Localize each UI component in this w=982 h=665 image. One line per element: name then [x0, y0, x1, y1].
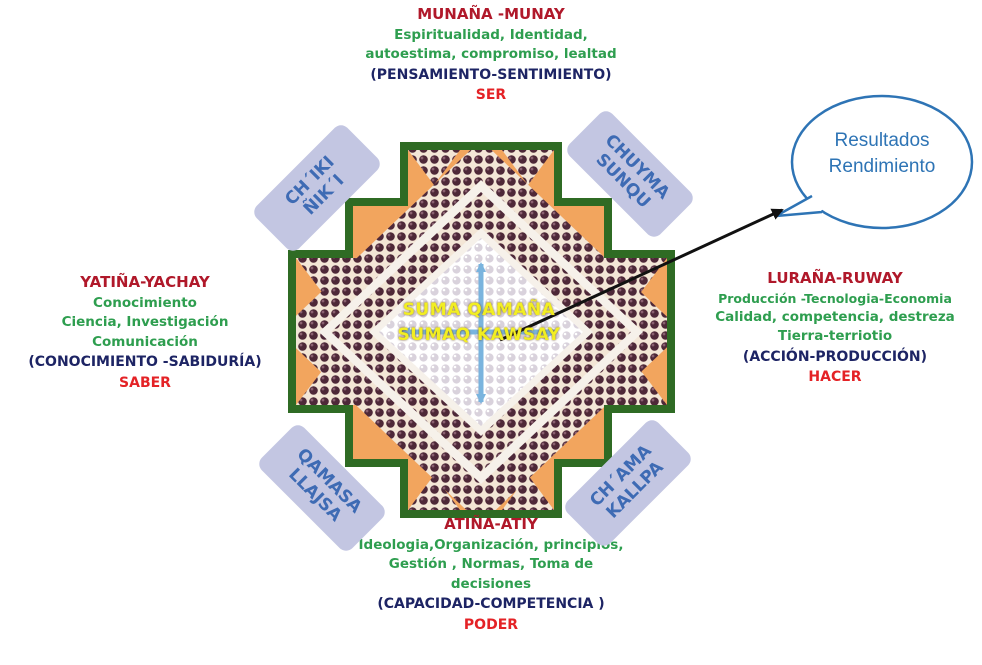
- ruway-category: (ACCIÓN-PRODUCCIÓN): [742, 349, 928, 365]
- yachay-line-3: Comunicación: [92, 333, 198, 350]
- pointer-arrow: [499, 208, 784, 342]
- speech-bubble: [774, 94, 974, 230]
- block-yachay: YATIÑA-YACHAY Conocimiento Ciencia, Inve…: [6, 272, 284, 393]
- yachay-line-1: Conocimiento: [93, 294, 197, 311]
- yachay-title: YATIÑA-YACHAY: [80, 273, 210, 291]
- bubble-line-1: Resultados: [834, 130, 930, 151]
- munay-category: (PENSAMIENTO-SENTIMIENTO): [370, 66, 612, 83]
- bubble-line-2: Rendimiento: [828, 155, 936, 177]
- munay-line-1: Espiritualidad, Identidad,: [394, 26, 588, 43]
- yachay-line-2: Ciencia, Investigación: [61, 314, 229, 331]
- atiy-line-2: Gestión , Normas, Toma de: [388, 556, 594, 573]
- ruway-title: LURAÑA-RUWAY: [767, 269, 903, 287]
- bubble-label: Resultados Rendimiento: [790, 128, 974, 179]
- ruway-line-2: Calidad, competencia, destreza: [715, 308, 955, 325]
- yachay-category: (CONOCIMIENTO -SABIDURÍA): [28, 354, 262, 371]
- ruway-line-1: Producción -Tecnologia-Economia: [718, 290, 952, 306]
- atiy-title: ATIÑA-ATIY: [444, 515, 538, 533]
- block-ruway: LURAÑA-RUWAY Producción -Tecnologia-Econ…: [688, 268, 982, 388]
- munay-domain: SER: [475, 87, 507, 104]
- yachay-domain: SABER: [119, 374, 171, 391]
- center-label: SUMA QAMAÑA SUMAQ KAWSAY: [370, 298, 588, 347]
- atiy-line-1: Ideologia,Organización, principios,: [358, 536, 624, 553]
- munay-line-2: autoestima, compromiso, lealtad: [365, 46, 617, 63]
- atiy-line-3: decisiones: [450, 575, 532, 592]
- munay-title: MUNAÑA -MUNAY: [417, 5, 565, 23]
- center-line-1: SUMA QAMAÑA: [402, 300, 556, 320]
- block-munay: MUNAÑA -MUNAY Espiritualidad, Identidad,…: [341, 4, 641, 105]
- atiy-domain: PODER: [463, 616, 519, 633]
- block-atiy: ATIÑA-ATIY Ideologia,Organización, princ…: [331, 514, 651, 635]
- cross-arrows-icon: [400, 262, 558, 404]
- atiy-category: (CAPACIDAD-COMPETENCIA ): [377, 596, 605, 613]
- center-line-2: SUMAQ KAWSAY: [397, 324, 561, 345]
- ruway-line-3: Tierra-terriotio: [777, 328, 893, 345]
- ruway-domain: HACER: [808, 369, 862, 386]
